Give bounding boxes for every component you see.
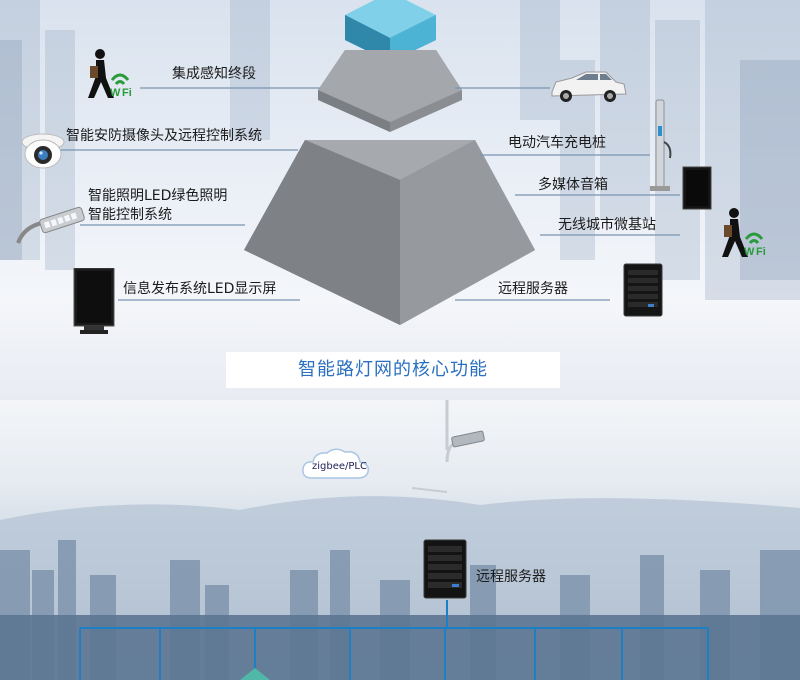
label-display: 信息发布系统LED显示屏 — [123, 281, 277, 297]
core-functions-section: 集成感知终段 智能安防摄像头及远程控制系统 智能照明LED绿色照明 智能控制系统… — [0, 0, 800, 400]
city-skyline-background — [0, 400, 800, 680]
label-speaker: 多媒体音箱 — [538, 177, 608, 193]
walking-person-wifi-icon: W Fi — [88, 49, 132, 99]
label-server: 远程服务器 — [498, 281, 568, 297]
led-display-screen-icon — [73, 268, 115, 334]
street-lamp-icon — [411, 400, 485, 493]
ev-charger-icon — [650, 99, 672, 191]
label-lighting-line2: 智能控制系统 — [88, 207, 172, 223]
server-icon — [623, 263, 663, 317]
speaker-icon — [682, 166, 712, 210]
svg-text:W: W — [744, 246, 755, 258]
label-base-station: 无线城市微基站 — [558, 217, 656, 233]
section-caption: 智能路灯网的核心功能 — [226, 352, 560, 388]
svg-text:W: W — [110, 87, 121, 99]
security-camera-icon — [21, 133, 65, 169]
server-label: 远程服务器 — [476, 569, 546, 585]
svg-text:Fi: Fi — [122, 87, 132, 99]
label-lighting-line1: 智能照明LED绿色照明 — [88, 188, 228, 204]
label-ev-charging: 电动汽车充电桩 — [508, 135, 606, 151]
city-background — [0, 0, 800, 325]
network-architecture-section: zigbee/PLC 远程服务器 — [0, 400, 800, 680]
cloud-icon — [302, 448, 370, 479]
label-camera: 智能安防摄像头及远程控制系统 — [66, 128, 262, 144]
cloud-label: zigbee/PLC — [312, 461, 367, 472]
car-icon — [551, 71, 627, 102]
walking-person-wifi-icon-2: W Fi — [722, 208, 766, 258]
remote-server-icon — [423, 539, 467, 599]
label-sensing: 集成感知终段 — [172, 66, 256, 82]
svg-text:Fi: Fi — [756, 246, 766, 258]
led-street-light-icon — [16, 206, 85, 244]
